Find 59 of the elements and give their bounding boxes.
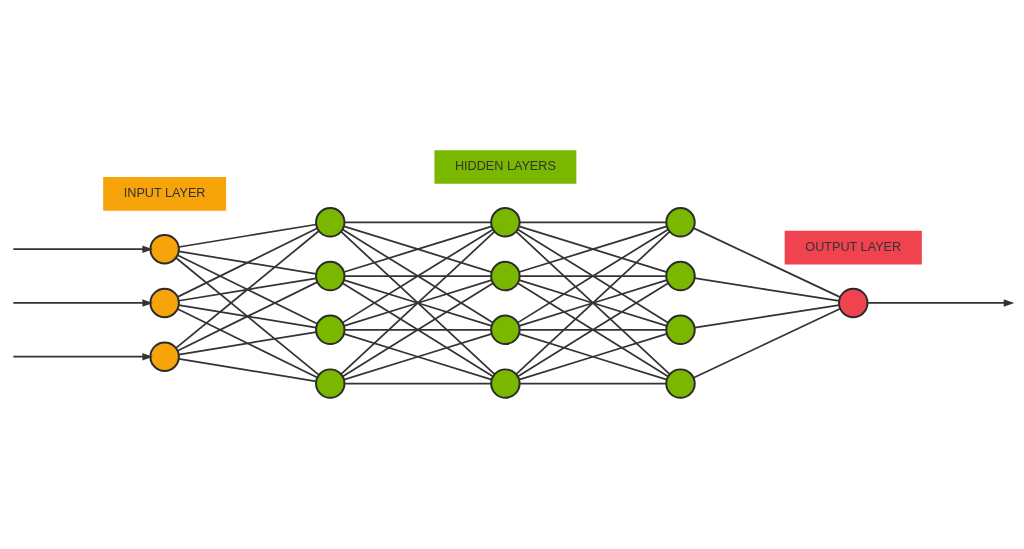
connector bbox=[176, 281, 318, 352]
connector bbox=[516, 282, 669, 378]
connector bbox=[517, 225, 668, 273]
node-circle bbox=[664, 260, 696, 292]
arrow bbox=[11, 299, 153, 307]
connector bbox=[518, 221, 667, 224]
connector bbox=[516, 228, 669, 324]
node-circle bbox=[314, 368, 345, 399]
connector bbox=[177, 304, 317, 329]
node-circle bbox=[664, 207, 696, 238]
connector bbox=[341, 282, 494, 378]
node-circle bbox=[314, 260, 345, 292]
connector bbox=[692, 307, 841, 379]
node-circle bbox=[148, 287, 180, 319]
connector bbox=[693, 277, 840, 302]
connector bbox=[177, 331, 317, 356]
connector bbox=[693, 304, 840, 329]
connector bbox=[518, 328, 667, 331]
connector bbox=[176, 227, 318, 298]
arrow bbox=[11, 245, 153, 253]
node-circle bbox=[489, 260, 521, 292]
connector bbox=[177, 277, 317, 302]
connector bbox=[176, 254, 318, 325]
node-circle bbox=[489, 368, 521, 399]
connector bbox=[177, 250, 317, 275]
node-circle bbox=[837, 287, 868, 319]
node-box: HIDDEN LAYERS bbox=[433, 150, 576, 184]
node-circle bbox=[314, 314, 345, 346]
node-circle bbox=[314, 207, 345, 238]
connector bbox=[518, 382, 667, 385]
connector bbox=[343, 328, 492, 331]
connector bbox=[518, 275, 667, 277]
connector bbox=[177, 223, 317, 248]
connector bbox=[174, 257, 320, 376]
connector bbox=[339, 230, 495, 376]
connector bbox=[343, 382, 492, 385]
node-circle bbox=[489, 207, 521, 238]
node-circle bbox=[148, 234, 180, 265]
arrow bbox=[866, 299, 1014, 307]
node-box: INPUT LAYER bbox=[102, 177, 226, 211]
connector bbox=[517, 279, 668, 327]
connector bbox=[342, 225, 492, 273]
connector bbox=[343, 221, 492, 224]
node-circle bbox=[664, 314, 696, 346]
node-circle bbox=[664, 368, 696, 399]
connector bbox=[176, 308, 318, 379]
connector bbox=[342, 333, 492, 381]
node-box: OUTPUT LAYER bbox=[784, 230, 922, 265]
connector bbox=[341, 228, 494, 324]
connector bbox=[514, 230, 670, 376]
connector bbox=[517, 333, 668, 381]
connector bbox=[343, 275, 492, 277]
connector bbox=[692, 227, 841, 298]
node-circle bbox=[489, 314, 521, 346]
node-circle bbox=[148, 341, 180, 372]
connector bbox=[342, 279, 492, 327]
arrow bbox=[11, 353, 153, 361]
connector bbox=[177, 358, 317, 383]
connector bbox=[174, 230, 320, 349]
